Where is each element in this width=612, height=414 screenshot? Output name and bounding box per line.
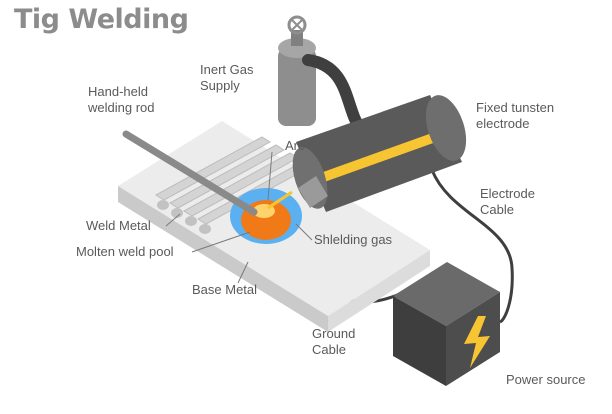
- power-source-box: [393, 262, 500, 386]
- label-arc: Arc: [285, 138, 305, 153]
- inert-gas-cylinder: [278, 30, 316, 126]
- welding-torch: [267, 95, 467, 212]
- label-shielding-gas: Shlelding gas: [314, 232, 393, 247]
- electrode-cable: [430, 169, 514, 324]
- label-welding-rod: Hand-held welding rod: [88, 84, 155, 115]
- leader-lines: [165, 151, 313, 284]
- label-weld-metal: Weld Metal: [86, 218, 151, 233]
- lightning-bolt-icon: [464, 316, 490, 368]
- label-ground-cable: Ground Cable: [312, 326, 356, 357]
- label-inert-gas-supply: Inert Gas Supply: [200, 62, 254, 93]
- label-electrode-cable: Electrode Cable: [480, 186, 535, 217]
- label-molten-weld-pool: Molten weld pool: [76, 244, 174, 259]
- gas-hose: [302, 54, 366, 134]
- page-title: Tig Welding: [14, 4, 189, 35]
- welding-rod: [122, 130, 258, 216]
- weld-metal-bumps: [157, 200, 211, 234]
- label-base-metal: Base Metal: [192, 282, 258, 297]
- label-fixed-electrode: Fixed tunsten electrode: [476, 100, 555, 131]
- gas-valve-icon: [287, 15, 307, 35]
- label-power-source: Power source: [506, 372, 586, 387]
